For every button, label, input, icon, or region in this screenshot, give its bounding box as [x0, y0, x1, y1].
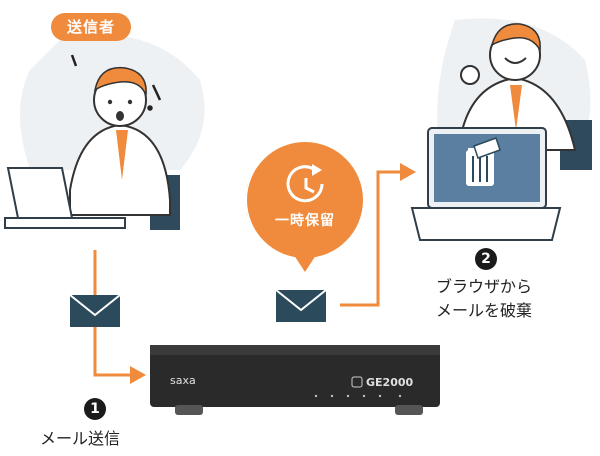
step-2-text-line2: メールを破棄: [436, 297, 532, 321]
hold-label: 一時保留: [245, 210, 365, 230]
arrowhead-to-device: [130, 366, 146, 384]
step-2-text-line1: ブラウザから: [436, 273, 532, 297]
envelope-icon-sent: [70, 295, 120, 327]
device-model: GE2000: [366, 376, 414, 389]
sender-label: 送信者: [51, 13, 131, 41]
hold-bubble: [247, 142, 363, 272]
step-2-badge: 2: [475, 248, 497, 270]
arrowhead-to-receiver: [400, 163, 416, 181]
device-brand: saxa: [170, 374, 196, 387]
step-1-text: メール送信: [40, 425, 120, 449]
envelope-icon-held: [276, 290, 326, 322]
step-1-badge: 1: [84, 398, 106, 420]
